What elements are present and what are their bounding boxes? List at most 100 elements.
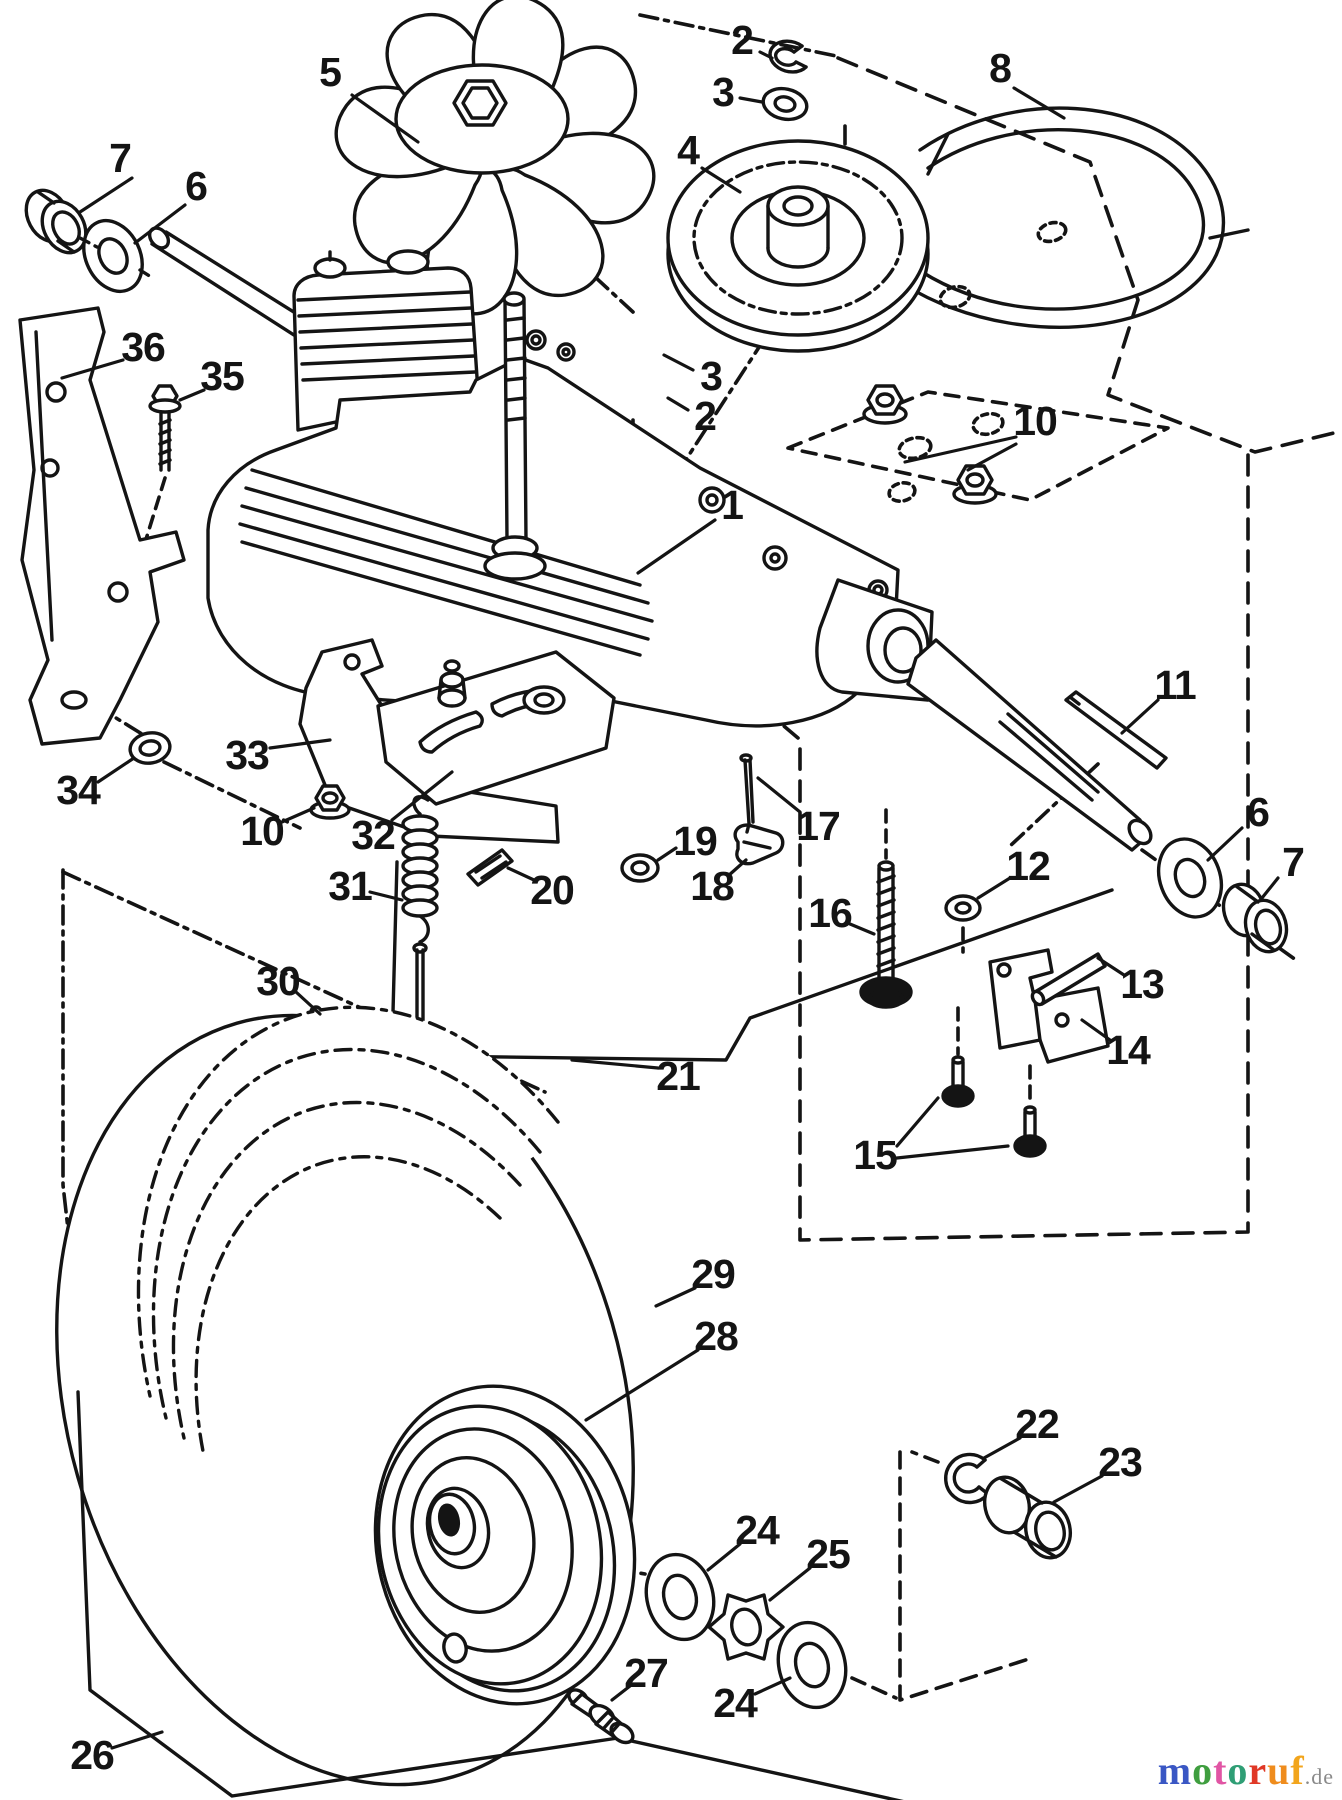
brake-plate-32	[376, 650, 616, 806]
wheel-rim-28	[376, 1404, 617, 1693]
leader-line-22	[982, 1436, 1022, 1460]
washer-12	[944, 894, 982, 922]
part-label-10: 10	[240, 808, 284, 854]
leader-line-27	[610, 1684, 632, 1702]
leader-line-7	[1260, 876, 1280, 900]
keeper-18	[733, 823, 785, 866]
part-label-28: 28	[694, 1313, 738, 1359]
cooling-fan	[334, 0, 656, 316]
e-clip-22	[944, 1452, 990, 1505]
washer-3-top	[761, 86, 809, 122]
leader-line-33	[268, 738, 332, 750]
part-label-35: 35	[200, 353, 244, 399]
part-label-19: 19	[673, 818, 717, 864]
leader-line-6	[1206, 826, 1244, 862]
valve-stem-27	[567, 1688, 635, 1745]
leader-line-3	[738, 96, 764, 104]
leader-line-30	[294, 990, 322, 1016]
leader-line-34	[96, 756, 136, 784]
leader-line-6	[133, 203, 187, 245]
panel-edge-26	[76, 1390, 904, 1800]
leader-line-15	[895, 1096, 940, 1148]
part-label-33: 33	[225, 732, 269, 778]
hex-bolt-35	[148, 384, 182, 472]
clevis-pin-13	[1030, 952, 1107, 1007]
part-label-24: 24	[713, 1680, 758, 1726]
roll-pin-20	[466, 848, 514, 887]
part-label-11: 11	[1154, 662, 1196, 708]
shoulder-bolt-16	[859, 860, 913, 1009]
leader-line-32	[390, 770, 454, 822]
leader-line-10	[966, 442, 1018, 472]
watermark-suffix: .de	[1304, 1764, 1334, 1789]
tension-spring-31	[401, 795, 439, 944]
part-label-7: 7	[109, 135, 131, 181]
watermark-letter: o	[1192, 1748, 1214, 1793]
brake-rod-21	[391, 860, 1114, 1062]
leader-line-21	[570, 1058, 660, 1070]
leader-line-12	[976, 876, 1012, 900]
leader-line-11	[1120, 698, 1160, 735]
leader-line-2	[666, 396, 690, 412]
washer-6-left	[82, 219, 144, 293]
washer-24-upper	[644, 1552, 716, 1642]
part-label-36: 36	[121, 324, 165, 370]
leader-line-29	[654, 1286, 697, 1308]
leader-line-24	[706, 1542, 742, 1572]
part-label-13: 13	[1120, 961, 1164, 1007]
leader-line-14	[1080, 1018, 1112, 1042]
part-label-32: 32	[351, 812, 395, 858]
leader-line-31	[368, 890, 404, 902]
part-label-24: 24	[735, 1507, 780, 1553]
part-label-5: 5	[319, 49, 341, 95]
axle-shaft-right	[906, 638, 1153, 852]
part-label-29: 29	[691, 1251, 735, 1297]
part-label-6: 6	[185, 163, 207, 209]
leader-line-20	[506, 866, 536, 882]
part-label-34: 34	[56, 767, 101, 813]
watermark-letter: f	[1290, 1748, 1305, 1793]
leader-line-24	[753, 1676, 792, 1696]
bushing-23	[983, 1475, 1072, 1560]
leader-line-23	[1052, 1474, 1104, 1504]
washer-6-right	[1156, 837, 1224, 919]
bushing-7-right	[1221, 882, 1289, 954]
part-label-31: 31	[328, 863, 372, 909]
leader-line-36	[60, 358, 125, 380]
screws-15	[941, 1055, 1047, 1158]
leader-line-8	[1012, 86, 1066, 120]
leader-line-4	[700, 166, 742, 194]
part-label-25: 25	[806, 1531, 850, 1577]
watermark-logo: motoruf.de	[1158, 1747, 1334, 1794]
transaxle-housing	[206, 249, 934, 728]
star-washer-25	[707, 1593, 785, 1661]
leader-line-26	[110, 1730, 164, 1750]
washer-34	[128, 731, 172, 765]
part-label-7: 7	[1282, 839, 1304, 885]
watermark-letter: t	[1213, 1748, 1228, 1793]
part-label-2: 2	[694, 393, 716, 439]
part-label-27: 27	[624, 1650, 668, 1696]
part-label-3: 3	[700, 353, 722, 399]
mounting-bracket-36	[18, 306, 186, 746]
drive-belt	[903, 106, 1250, 329]
part-label-18: 18	[690, 863, 734, 909]
leader-line-25	[768, 1566, 812, 1602]
input-pulley	[666, 139, 930, 353]
shaft-axis-dashes	[78, 236, 153, 279]
part-label-14: 14	[1106, 1027, 1151, 1073]
leader-line-18	[726, 858, 748, 878]
pin-17	[739, 753, 755, 834]
bushing-7-left	[24, 188, 88, 255]
leader-line-5	[350, 93, 420, 144]
leader-line-1	[636, 518, 717, 575]
part-label-30: 30	[256, 958, 300, 1004]
part-label-21: 21	[656, 1053, 700, 1099]
part-label-4: 4	[677, 127, 700, 173]
tire-29	[55, 1005, 637, 1787]
watermark-letter: u	[1267, 1748, 1291, 1793]
part-label-16: 16	[808, 890, 852, 936]
part-label-1: 1	[721, 482, 743, 528]
